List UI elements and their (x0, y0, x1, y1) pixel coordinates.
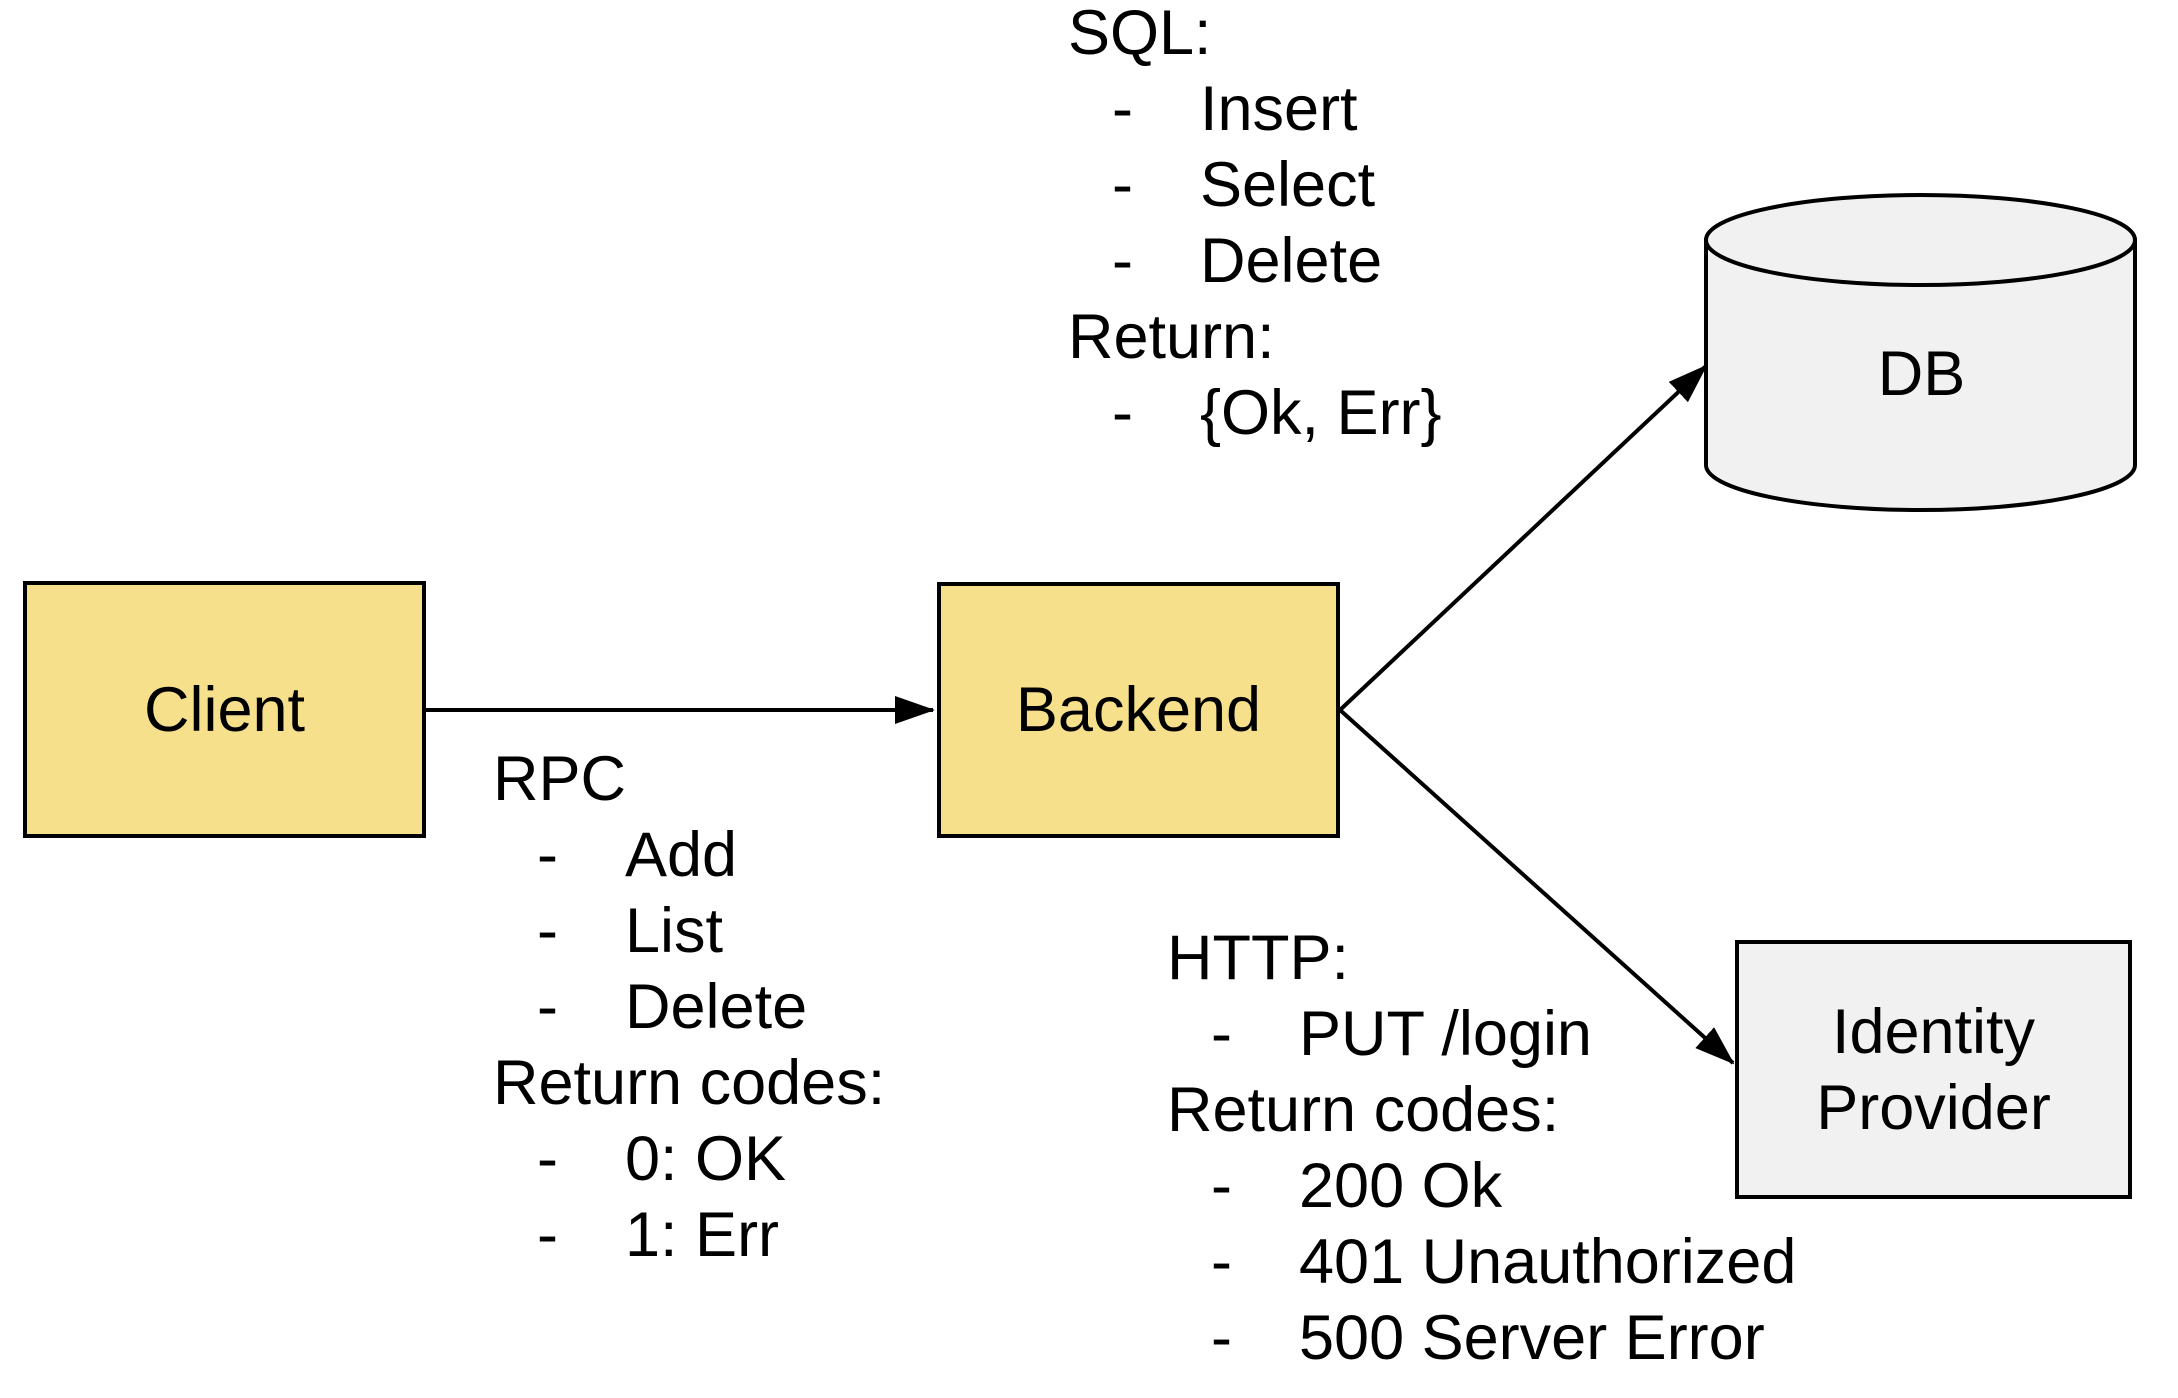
bullet-dash: - (537, 972, 558, 1042)
annotation-list-item: Select (1200, 150, 1376, 220)
annotation-heading: RPC (493, 744, 627, 814)
annotation-bullet-row: -{Ok, Err} (1068, 375, 1442, 451)
bullet-dash: - (1112, 378, 1133, 448)
bullet-dash: - (537, 896, 558, 966)
bullet-dash: - (1112, 226, 1133, 296)
annotation-bullet-row: -List (493, 893, 885, 969)
node-backend-label: Backend (1015, 675, 1262, 745)
annotation-list-item: 200 Ok (1299, 1151, 1503, 1221)
bullet-dash: - (1211, 999, 1232, 1069)
annotation-bullet-row: -401 Unauthorized (1167, 1224, 1796, 1300)
annotation-bullet-row: -0: OK (493, 1121, 885, 1197)
bullet-dash: - (537, 1124, 558, 1194)
bullet-dash: - (1211, 1227, 1232, 1297)
node-identity-provider: Identity Provider (1735, 940, 2132, 1199)
bullet-dash: - (1211, 1151, 1232, 1221)
annotation-list-item: Delete (625, 972, 808, 1042)
annotation-list-item: PUT /login (1299, 999, 1592, 1069)
node-backend: Backend (937, 582, 1340, 838)
annotation-heading: SQL: (1068, 0, 1212, 68)
annotation-list-item: List (625, 896, 724, 966)
annotation-list-item: {Ok, Err} (1200, 378, 1442, 448)
annotation-list-item: 0: OK (625, 1124, 787, 1194)
annotation-list-item: Delete (1200, 226, 1383, 296)
bullet-dash: - (1211, 1303, 1232, 1373)
annotation-list-item: 500 Server Error (1299, 1303, 1765, 1373)
annotation-bullet-row: -Add (493, 817, 885, 893)
annotation-bullet-row: -500 Server Error (1167, 1300, 1796, 1376)
annotation-heading: Return: (1068, 302, 1275, 372)
bullet-dash: - (537, 820, 558, 890)
node-client: Client (23, 581, 426, 838)
annotation-heading: HTTP: (1167, 923, 1349, 993)
annotation-bullet-row: -Insert (1068, 71, 1442, 147)
annotation-bullet-row: -PUT /login (1167, 996, 1796, 1072)
annotation-list-item: Add (625, 820, 738, 890)
annotation-heading: Return codes: (1167, 1075, 1560, 1145)
annotation-list-item: 1: Err (625, 1200, 780, 1270)
node-identity-provider-label: Identity Provider (1816, 996, 2051, 1143)
node-client-label: Client (143, 674, 306, 745)
annotation-bullet-row: -Select (1068, 147, 1442, 223)
annotation-bullet-row: -1: Err (493, 1197, 885, 1273)
bullet-dash: - (1112, 150, 1133, 220)
bullet-dash: - (537, 1200, 558, 1270)
annotation-list-item: Insert (1200, 74, 1358, 144)
annotation-bullet-row: -Delete (493, 969, 885, 1045)
annotation-list-item: 401 Unauthorized (1299, 1227, 1797, 1297)
db-cylinder-shape (1704, 193, 2137, 512)
node-db-label: DB (1877, 339, 1966, 409)
bullet-dash: - (1112, 74, 1133, 144)
annotation-bullet-row: -200 Ok (1167, 1148, 1796, 1224)
annotation-bullet-row: -Delete (1068, 223, 1442, 299)
annotation-heading: Return codes: (493, 1048, 886, 1118)
